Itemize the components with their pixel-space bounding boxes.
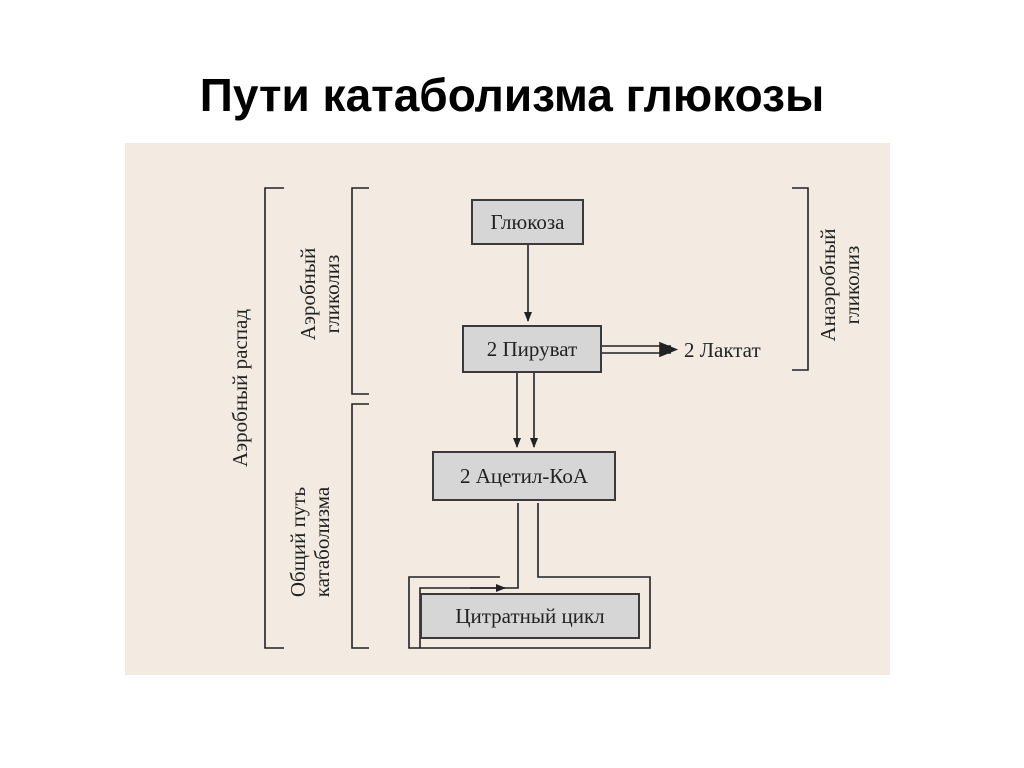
label-aerobic-glycolysis: Аэробный гликолиз (296, 248, 344, 340)
bracket-common-catabolism (351, 403, 369, 649)
label-anaerobic-glycolysis-line1: Анаэробный (816, 228, 840, 342)
node-lactate: 2 Лактат (684, 338, 761, 362)
arrowhead-lactate (659, 341, 679, 358)
label-anaerobic-glycolysis: Анаэробный гликолиз (816, 228, 864, 341)
label-common-catabolism-line1: Общий путь (286, 486, 310, 598)
bracket-aerobic-breakdown (264, 187, 284, 649)
node-acetyl-coa: 2 Ацетил-КоА (432, 451, 616, 501)
page-title: Пути катаболизма глюкозы (199, 69, 825, 121)
label-anaerobic-glycolysis-line2: гликолиз (840, 245, 864, 325)
node-citrate-cycle: Цитратный цикл (420, 593, 640, 639)
bracket-aerobic-glycolysis (351, 187, 369, 395)
bracket-anaerobic-glycolysis (792, 187, 809, 371)
label-aerobic-glycolysis-line2: гликолиз (320, 254, 344, 334)
label-aerobic-glycolysis-line1: Аэробный (296, 247, 320, 341)
node-glucose: Глюкоза (471, 199, 584, 245)
channel-acetyl-citrate-right (408, 503, 651, 649)
label-aerobic-breakdown: Аэробный распад (228, 308, 252, 468)
label-common-catabolism: Общий путь катаболизма (286, 487, 334, 598)
label-common-catabolism-line2: катаболизма (310, 486, 334, 598)
node-pyruvate: 2 Пируват (462, 325, 602, 373)
